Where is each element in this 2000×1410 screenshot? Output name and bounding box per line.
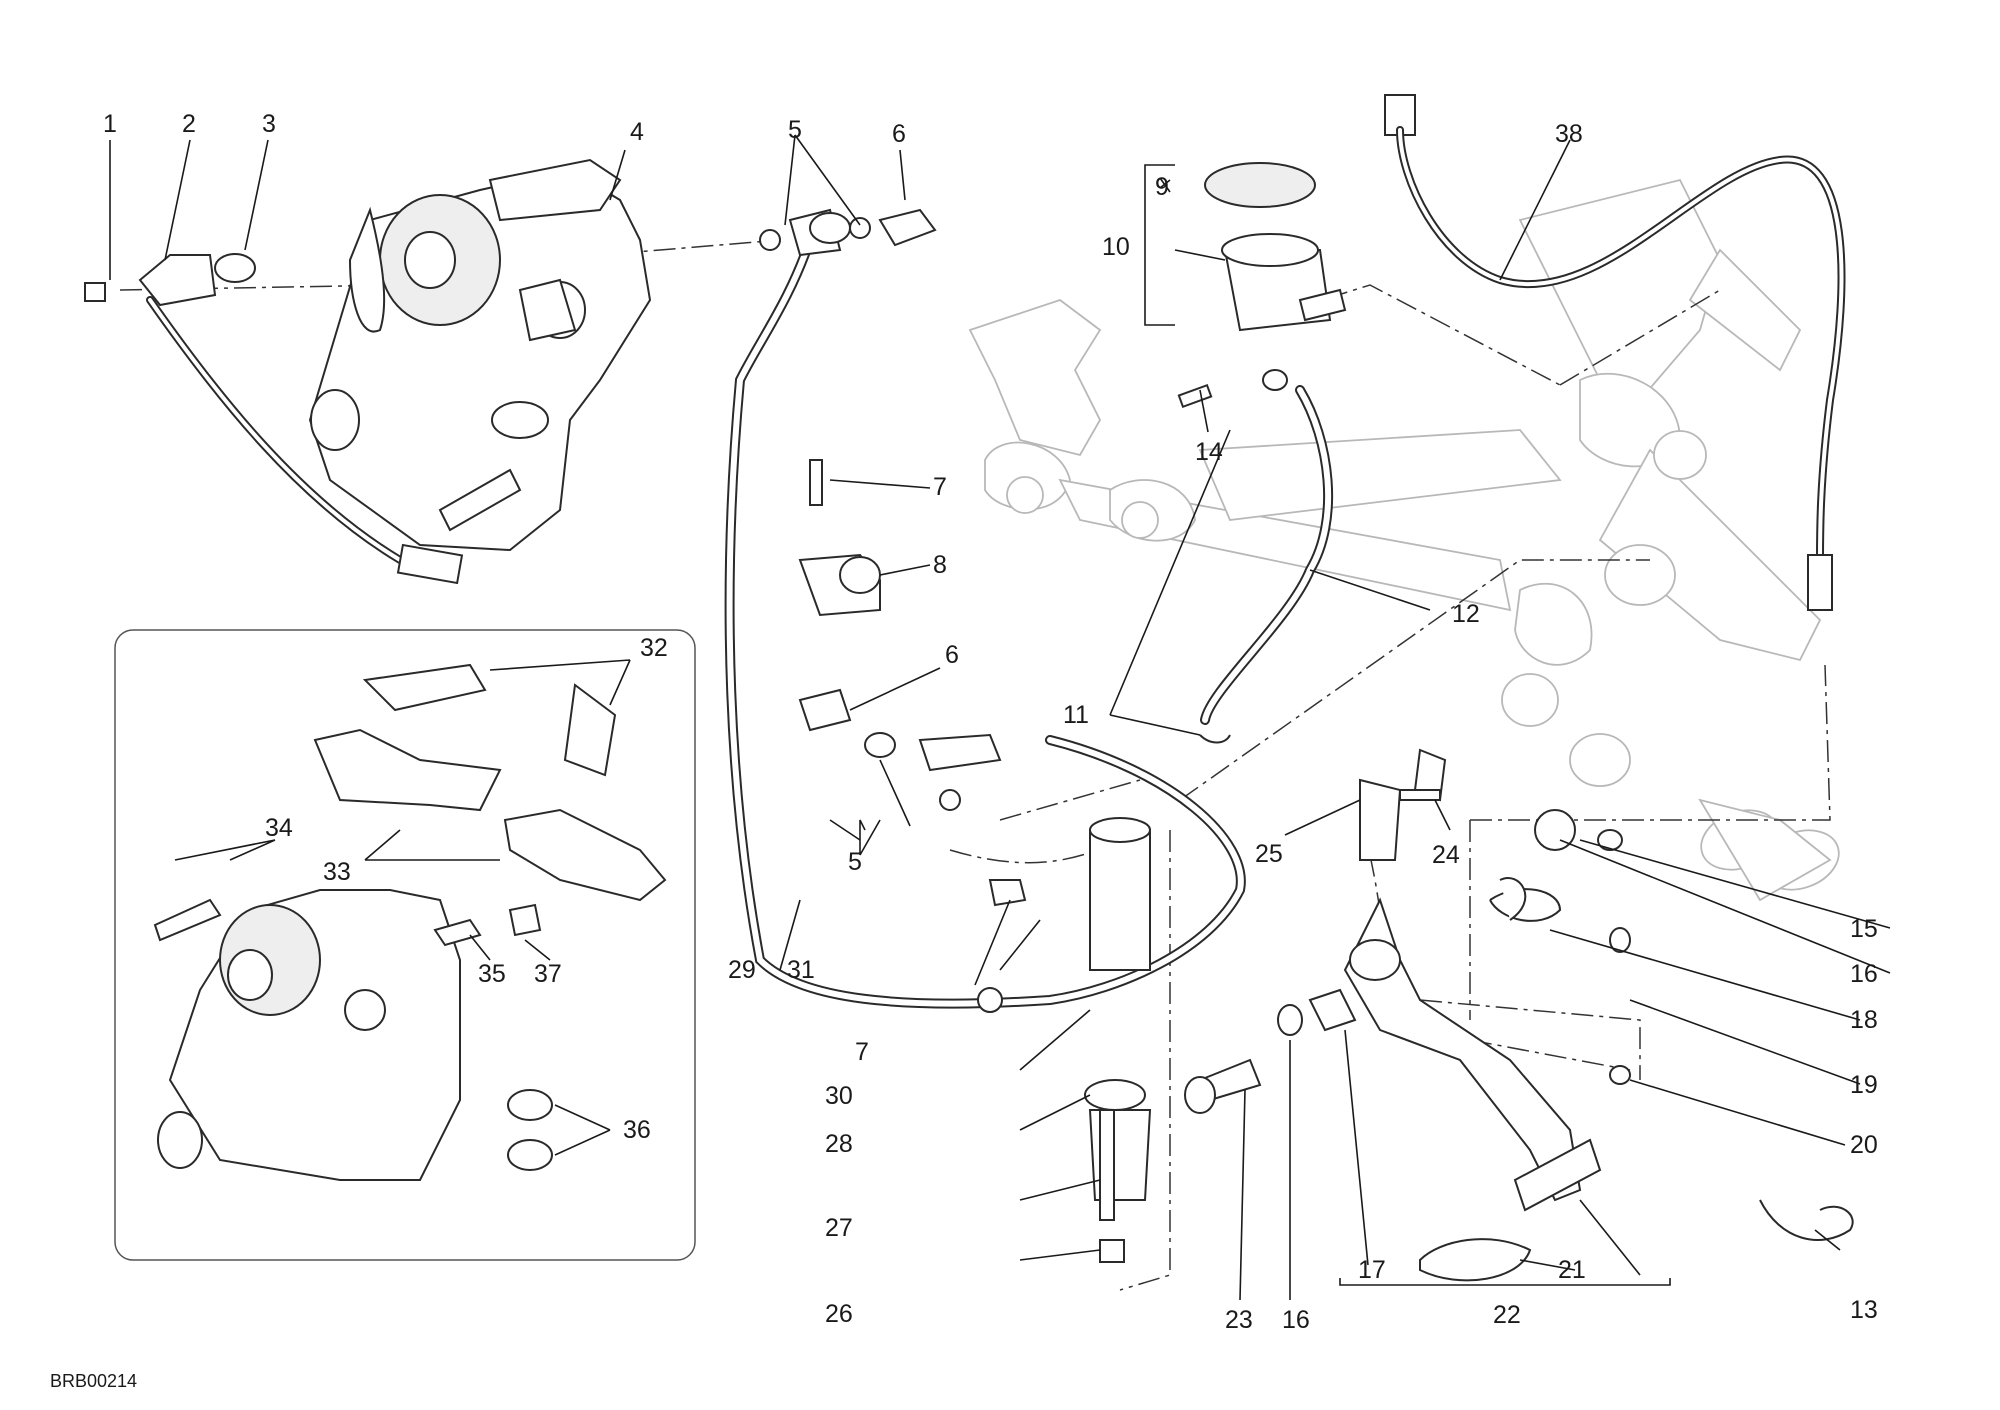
callout-5: 5 bbox=[788, 116, 802, 144]
brake-hose bbox=[724, 208, 1246, 1009]
callout-15: 15 bbox=[1850, 915, 1878, 943]
inset-frame bbox=[114, 629, 696, 1261]
callout-27: 27 bbox=[825, 1214, 853, 1242]
callout-21: 21 bbox=[1558, 1256, 1586, 1284]
callout-2: 2 bbox=[182, 110, 196, 138]
callout-6-lower: 6 bbox=[945, 641, 959, 669]
callout-24: 24 bbox=[1432, 841, 1460, 869]
callout-23: 23 bbox=[1225, 1306, 1253, 1334]
callout-10: 10 bbox=[1102, 233, 1130, 261]
callout-16-lower: 16 bbox=[1282, 1306, 1310, 1334]
callout-34: 34 bbox=[265, 814, 293, 842]
cable-clip bbox=[1759, 1199, 1854, 1241]
brake-pedal bbox=[1184, 897, 1631, 1282]
callout-17: 17 bbox=[1358, 1256, 1386, 1284]
master-cylinder-reservoir bbox=[798, 162, 1347, 744]
rear-master-cylinder bbox=[977, 817, 1152, 1263]
callout-11: 11 bbox=[1063, 701, 1089, 729]
diagram-code: BRB00214 bbox=[50, 1371, 137, 1391]
callout-37: 37 bbox=[534, 960, 562, 988]
callout-12: 12 bbox=[1452, 600, 1480, 628]
callout-19: 19 bbox=[1850, 1071, 1878, 1099]
callout-1: 1 bbox=[103, 110, 117, 138]
callout-4: 4 bbox=[630, 118, 644, 146]
callout-33: 33 bbox=[323, 858, 351, 886]
callout-6: 6 bbox=[892, 120, 906, 148]
callout-7-lower: 7 bbox=[855, 1038, 869, 1066]
callout-32: 32 bbox=[640, 634, 668, 662]
callout-8: 8 bbox=[933, 551, 947, 579]
callout-35: 35 bbox=[478, 960, 506, 988]
callout-25: 25 bbox=[1255, 840, 1283, 868]
callout-5-lower: 5 bbox=[848, 848, 862, 876]
leader-lines bbox=[109, 134, 1891, 1301]
callout-16: 16 bbox=[1850, 960, 1878, 988]
callout-3: 3 bbox=[262, 110, 276, 138]
callout-9: 9 bbox=[1155, 173, 1169, 201]
callout-numbers: 1 2 3 4 5 6 7 8 9 10 11 12 13 14 15 16 1… bbox=[103, 110, 1878, 1334]
callout-31: 31 bbox=[787, 956, 815, 984]
footpeg-bracket-outline bbox=[968, 178, 1840, 902]
callout-13: 13 bbox=[1850, 1296, 1878, 1324]
callout-38: 38 bbox=[1555, 120, 1583, 148]
callout-26: 26 bbox=[825, 1300, 853, 1328]
stop-light-switch-wire bbox=[1384, 94, 1846, 611]
callout-7: 7 bbox=[933, 473, 947, 501]
callout-36: 36 bbox=[623, 1116, 651, 1144]
callout-29: 29 bbox=[728, 956, 756, 984]
inset-caliper-and-pads bbox=[153, 663, 667, 1181]
callout-22: 22 bbox=[1493, 1301, 1521, 1329]
callout-20: 20 bbox=[1850, 1131, 1878, 1159]
speed-sensor bbox=[84, 253, 464, 585]
callout-18: 18 bbox=[1850, 1006, 1878, 1034]
callout-30: 30 bbox=[825, 1082, 853, 1110]
callout-14: 14 bbox=[1195, 438, 1223, 466]
rear-brake-caliper bbox=[308, 158, 652, 552]
linkage-parts bbox=[1359, 748, 1623, 922]
callout-28: 28 bbox=[825, 1130, 853, 1158]
